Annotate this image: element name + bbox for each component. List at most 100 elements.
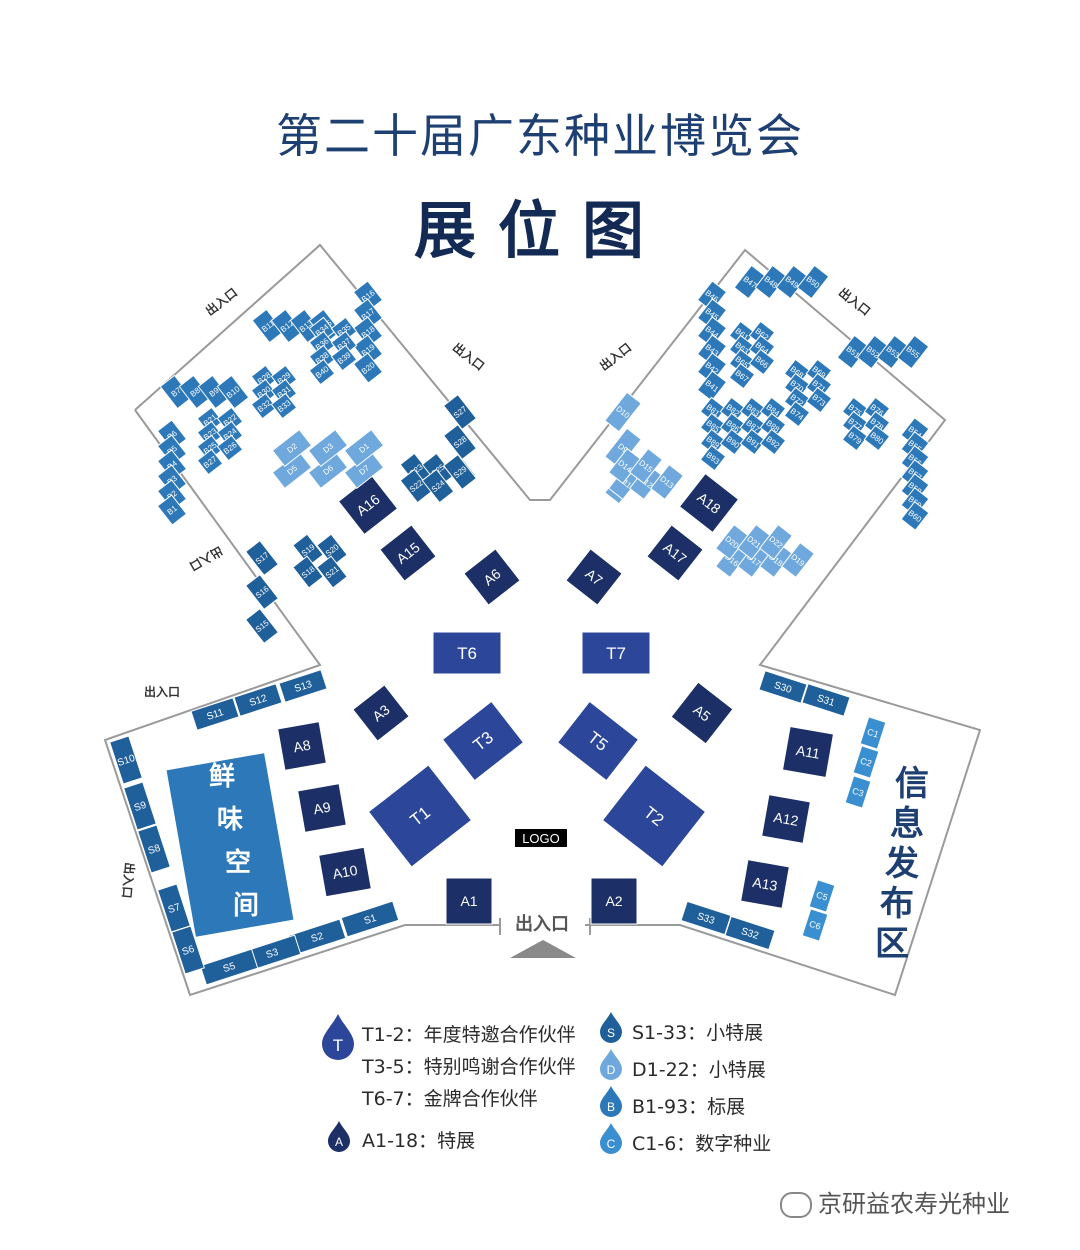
legend-t-line-1: T1-2：年度特邀合作伙伴	[362, 1024, 576, 1046]
booth-b37: B37	[330, 330, 358, 358]
legend-b-letter: B	[607, 1100, 615, 1114]
legend-s-drop-icon: S	[600, 1012, 622, 1043]
booth-label: C5	[815, 890, 829, 903]
booth-a10: A10	[318, 846, 372, 898]
booth-d10: D10	[604, 391, 642, 433]
booth-b55: B55	[896, 334, 930, 370]
booth-a5: A5	[670, 681, 734, 745]
exit-label: 出入口	[596, 339, 634, 373]
booth-b42: B42	[696, 352, 728, 384]
booth-label: S31	[816, 693, 837, 709]
booth-b26: B26	[216, 434, 244, 462]
booth-b19: B19	[352, 334, 384, 366]
booth-s20: S20	[316, 533, 348, 567]
legend-b-line: B1-93：标展	[632, 1096, 746, 1118]
booth-b49: B49	[775, 264, 809, 300]
legend-s-letter: S	[607, 1026, 615, 1040]
booth-label: A10	[331, 862, 359, 882]
legend-a-letter: A	[335, 1135, 343, 1149]
booth-b9: B9	[197, 374, 231, 410]
booth-s9: S9	[123, 781, 157, 831]
booth-b1: B1	[156, 494, 188, 526]
booth-s1: S1	[340, 900, 400, 938]
booth-d20: D20	[714, 523, 750, 561]
booth-b48: B48	[754, 264, 788, 300]
booth-c1: C1	[859, 716, 887, 750]
booth-b29: B29	[270, 364, 298, 392]
booth-label: C3	[851, 786, 865, 799]
booth-b24: B24	[216, 420, 244, 448]
booth-b67: B67	[728, 362, 756, 390]
booth-s16: S16	[244, 573, 280, 611]
booth-d22: D22	[758, 523, 794, 561]
booth-label: S30	[773, 680, 794, 696]
info-area-char: 信	[895, 764, 929, 804]
booth-s22: S22	[399, 468, 433, 504]
booth-s10: S10	[109, 735, 143, 785]
booth-t1: T1	[367, 764, 473, 868]
booth-label: A1	[460, 893, 477, 909]
legend-d-line: D1-22：小特展	[632, 1059, 766, 1081]
booth-s15: S15	[244, 607, 280, 645]
booth-b85: B85	[699, 412, 727, 440]
booth-s21: S21	[316, 555, 348, 589]
booth-label: S12	[248, 693, 269, 709]
fresh-space-char: 空	[225, 847, 251, 878]
booth-b41: B41	[696, 370, 728, 402]
booth-b84: B84	[759, 396, 787, 424]
booth-b22: B22	[216, 406, 244, 434]
booth-s13: S13	[278, 669, 328, 703]
booth-t5: T5	[556, 700, 640, 782]
booth-s27: S27	[442, 393, 478, 431]
booth-b87: B87	[739, 412, 767, 440]
booth-s11: S11	[190, 697, 240, 731]
exit-label: 出入口	[144, 684, 180, 699]
booth-s8: S8	[137, 824, 171, 874]
booth-d13: D13	[649, 463, 685, 501]
main-exit-label: 出入口	[515, 913, 569, 935]
booth-b86: B86	[719, 412, 747, 440]
booth-label: S7	[167, 902, 182, 916]
booth-c6: C6	[801, 908, 829, 942]
legend-t-letter: T	[333, 1036, 343, 1055]
booth-label: C6	[808, 919, 822, 932]
booth-d19: D19	[780, 541, 816, 579]
booth-label: S8	[147, 843, 162, 857]
page-title: 第二十届广东种业博览会	[276, 109, 804, 163]
wechat-icon	[780, 1192, 812, 1218]
booth-	[165, 752, 295, 938]
booth-b16: B16	[352, 280, 384, 312]
page-subtitle: 展位图	[413, 194, 666, 267]
booth-b81: B81	[699, 396, 727, 424]
booth-label: T6	[457, 644, 477, 663]
booth-b82: B82	[719, 396, 747, 424]
legend-c-letter: C	[607, 1137, 616, 1151]
booth-label: S5	[222, 961, 237, 975]
booth-b90: B90	[719, 428, 747, 456]
booth-b17: B17	[352, 298, 384, 330]
booth-a8: A8	[277, 721, 327, 771]
booth-c3: C3	[844, 775, 872, 809]
booth-b27: B27	[196, 448, 224, 476]
booth-s17: S17	[244, 539, 280, 577]
booth-a13: A13	[740, 859, 790, 909]
legend-s-line: S1-33：小特展	[632, 1022, 764, 1044]
booth-t6: T6	[432, 631, 502, 675]
booth-a17: A17	[646, 524, 704, 582]
booth-b77: B77	[841, 410, 869, 438]
booth-label: T7	[606, 644, 626, 663]
logo-box	[515, 829, 567, 847]
booth-b38: B38	[308, 344, 336, 372]
booth-label: A12	[772, 809, 800, 829]
booth-a15: A15	[379, 524, 437, 582]
booth-b79: B79	[841, 424, 869, 452]
fresh-space-char: 间	[233, 891, 259, 921]
booth-s32: S32	[724, 915, 776, 951]
booth-s2: S2	[287, 918, 347, 956]
booth-b44: B44	[696, 316, 728, 348]
legend-c-line: C1-6：数字种业	[632, 1133, 772, 1155]
booth-b91: B91	[739, 428, 767, 456]
booth-a3: A3	[352, 684, 410, 742]
booth-b80: B80	[863, 424, 891, 452]
booth-b8: B8	[178, 374, 212, 410]
